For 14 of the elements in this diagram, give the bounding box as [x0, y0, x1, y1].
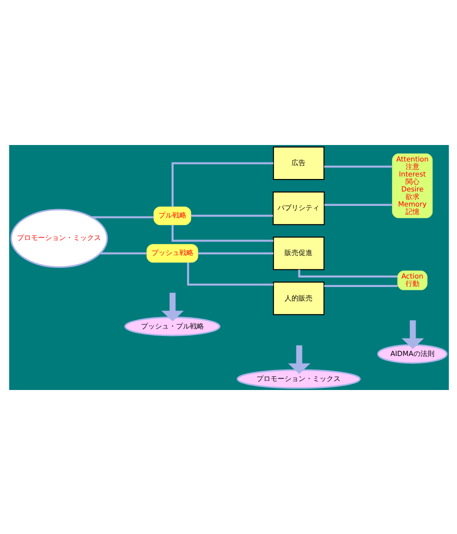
connector	[324, 284, 398, 287]
connector	[186, 262, 273, 286]
connector	[171, 162, 273, 206]
connector	[190, 214, 272, 216]
arrow	[288, 344, 310, 374]
arrow	[160, 292, 184, 321]
connector	[100, 252, 146, 254]
connector	[298, 269, 398, 277]
connector	[171, 224, 273, 242]
connector	[91, 216, 154, 218]
connector	[324, 203, 392, 206]
connector	[197, 252, 273, 254]
arrow	[401, 320, 424, 348]
connector	[324, 165, 392, 168]
